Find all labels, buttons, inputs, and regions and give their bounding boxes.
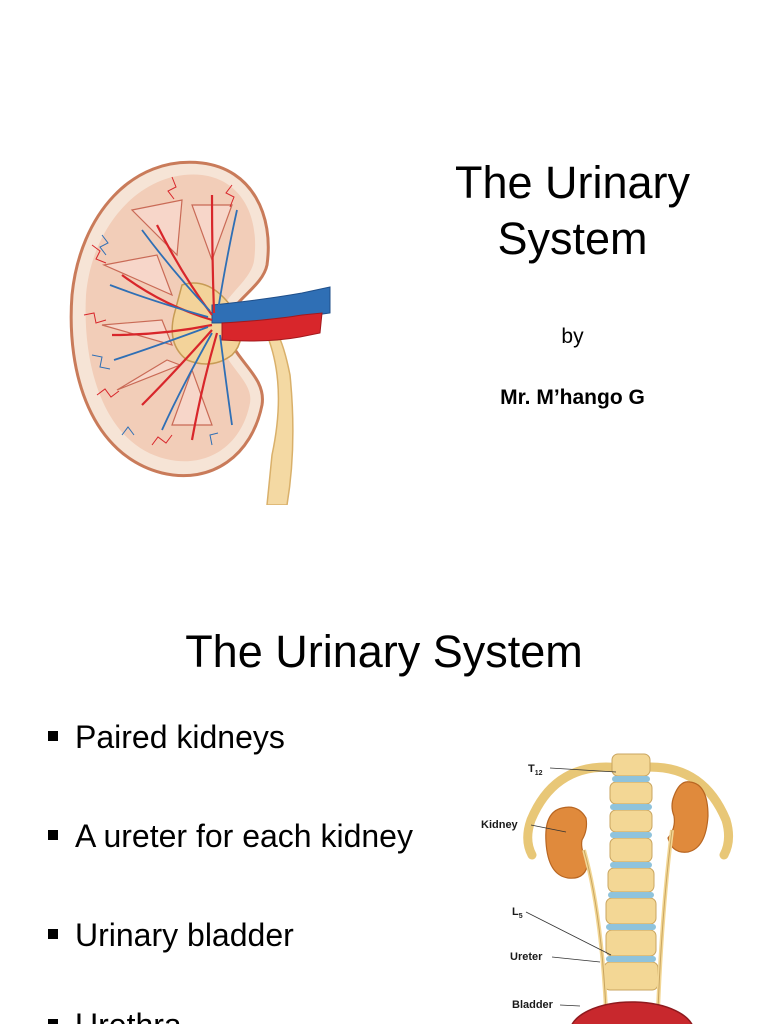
bullet-square-icon bbox=[48, 730, 58, 741]
kidney-cross-section-illustration bbox=[69, 160, 331, 505]
content-slide: The Urinary System Paired kidneys A uret… bbox=[0, 580, 768, 1024]
bullet-square-icon bbox=[48, 829, 58, 840]
bullet-square-icon bbox=[48, 1018, 58, 1024]
title-slide: The Urinary System by Mr. M’hango G bbox=[69, 155, 725, 505]
bladder-label: Bladder bbox=[512, 999, 554, 1011]
by-label: by bbox=[561, 325, 584, 348]
ureter-label: Ureter bbox=[510, 951, 543, 963]
urinary-tract-anatomy-illustration: T12 Kidney L5 Ureter Bladder bbox=[481, 753, 734, 1024]
bullet-item: A ureter for each kidney bbox=[48, 816, 413, 856]
svg-text:T12: T12 bbox=[528, 763, 543, 777]
slide-title: The Urinary System bbox=[420, 155, 725, 267]
svg-text:L5: L5 bbox=[512, 906, 523, 920]
bullet-square-icon bbox=[48, 928, 58, 939]
bullet-text: Urinary bladder bbox=[75, 917, 294, 953]
slide-title-line-2: System bbox=[497, 213, 648, 264]
bullet-item: Paired kidneys bbox=[48, 717, 285, 757]
bullet-item: Urinary bladder bbox=[48, 915, 294, 955]
kidney-label: Kidney bbox=[481, 819, 519, 831]
bullet-text: Paired kidneys bbox=[75, 719, 285, 755]
slide-title-line-1: The Urinary bbox=[454, 157, 691, 208]
bullet-text: Urethra bbox=[75, 1007, 182, 1024]
bullet-item: Urethra bbox=[48, 1005, 182, 1024]
l5-label: L bbox=[512, 906, 519, 918]
t12-subscript: 12 bbox=[535, 770, 543, 777]
t12-label: T bbox=[528, 763, 535, 775]
author-name: Mr. M’hango G bbox=[500, 386, 645, 409]
bullet-text: A ureter for each kidney bbox=[75, 818, 413, 854]
slide-title: The Urinary System bbox=[185, 626, 583, 677]
l5-subscript: 5 bbox=[519, 913, 523, 920]
